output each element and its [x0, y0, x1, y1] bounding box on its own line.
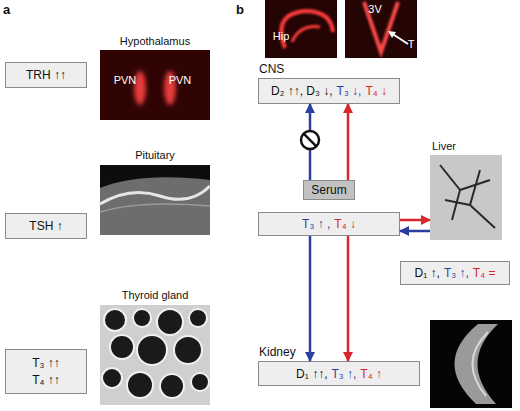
box-text: T₄ ↓ [334, 217, 356, 231]
process-box: TSH ↑ [5, 213, 87, 239]
box-text: TSH ↑ [29, 219, 62, 233]
follicle [157, 309, 183, 335]
flow-arrow [347, 104, 350, 180]
follicle [110, 335, 134, 359]
box-heading: CNS [259, 62, 284, 76]
follicle [191, 373, 209, 391]
kidney-texture [472, 332, 488, 396]
pituitary-tissue [100, 177, 210, 235]
follicle [102, 368, 122, 388]
liver-image [430, 155, 502, 240]
box-text: T₃ ↓, [337, 84, 362, 98]
process-box: CNSD₂ ↑↑, D₃ ↓,T₃ ↓,T₄ ↓ [258, 78, 400, 104]
follicle [127, 372, 153, 398]
flow-arrow [309, 236, 312, 361]
box-text: D₁ ↑, [415, 266, 440, 280]
panel-letter: a [3, 2, 10, 17]
process-box: TRH ↑↑ [5, 62, 87, 88]
follicle [133, 309, 151, 327]
image-label: T [408, 38, 415, 50]
follicle [104, 309, 126, 331]
image-panel: Pituitary [100, 165, 210, 235]
image-panel: HypothalamusPVNPVN [100, 50, 210, 120]
pituitary-image [100, 165, 210, 235]
flow-arrow [347, 236, 350, 361]
image-label: Hypothalamus [120, 35, 190, 47]
follicle [160, 374, 184, 398]
process-box: T₃ ↑↑ T₄ ↑↑ [5, 349, 87, 394]
box-text: T₃ ↑, [444, 266, 469, 280]
image-panel: Liver [430, 155, 502, 240]
blocked-circle [301, 131, 319, 149]
box-text: T₄ = [473, 266, 496, 280]
process-box: Serum [303, 180, 355, 200]
thyroid-image [100, 305, 210, 405]
follicle [174, 336, 202, 364]
hypothalamus-image [100, 50, 210, 120]
process-box: D₁ ↑, T₃ ↑, T₄ = [400, 261, 510, 285]
process-box: T₃ ↑ , T₄ ↓ [258, 212, 400, 236]
kidney-cortex [454, 324, 498, 404]
image-label: Pituitary [135, 149, 175, 161]
box-text: T₃ ↑, [331, 367, 356, 381]
image-panel: Hip [265, 0, 337, 58]
panel-letter: b [236, 2, 244, 17]
hippocampus-image [265, 0, 337, 58]
thyroid-follicles [102, 309, 209, 398]
liver-vessels [440, 165, 495, 228]
box-text: D₁ ↑↑, [296, 367, 327, 381]
image-label: 3V [368, 3, 381, 15]
hippocampus-signal [292, 27, 320, 42]
box-text: T₃ ↑↑ [32, 356, 60, 370]
box-text: Serum [311, 183, 346, 197]
ventricle-image [345, 0, 417, 58]
flow-arrow [400, 230, 430, 233]
image-label: Thyroid gland [122, 289, 189, 301]
follicle [189, 309, 207, 327]
blocked-symbol [301, 131, 319, 149]
flow-arrow [309, 104, 312, 180]
box-text: T₃ ↑ , [302, 217, 330, 231]
image-panel: 3V T [345, 0, 417, 58]
box-text: T₄ ↓ [365, 84, 387, 98]
box-text: TRH ↑↑ [26, 68, 66, 82]
image-label: PVN [114, 74, 137, 86]
image-label: Liver [432, 140, 456, 152]
box-text: T₄ ↑ [360, 367, 382, 381]
box-heading: Kidney [259, 345, 296, 359]
hippocampus-signal [281, 11, 333, 48]
ventricle-lining [364, 2, 398, 52]
midline [154, 55, 156, 120]
image-label: Hip [273, 30, 290, 42]
tissue-tint [100, 50, 210, 120]
image-label: PVN [169, 74, 192, 86]
follicle [137, 335, 167, 365]
tanycyte-arrowhead [388, 31, 396, 38]
connector-group [310, 104, 430, 361]
flow-arrow [400, 219, 430, 222]
kidney-image [430, 320, 512, 408]
blocked-slash [304, 134, 317, 147]
image-panel: Thyroid gland [100, 305, 210, 405]
box-text: T₄ ↑↑ [32, 373, 60, 387]
pituitary-texture [100, 204, 210, 212]
pituitary-band [100, 186, 210, 204]
box-text: D₂ ↑↑, D₃ ↓, [271, 84, 333, 98]
process-box: KidneyD₁ ↑↑,T₃ ↑,T₄ ↑ [258, 361, 420, 386]
